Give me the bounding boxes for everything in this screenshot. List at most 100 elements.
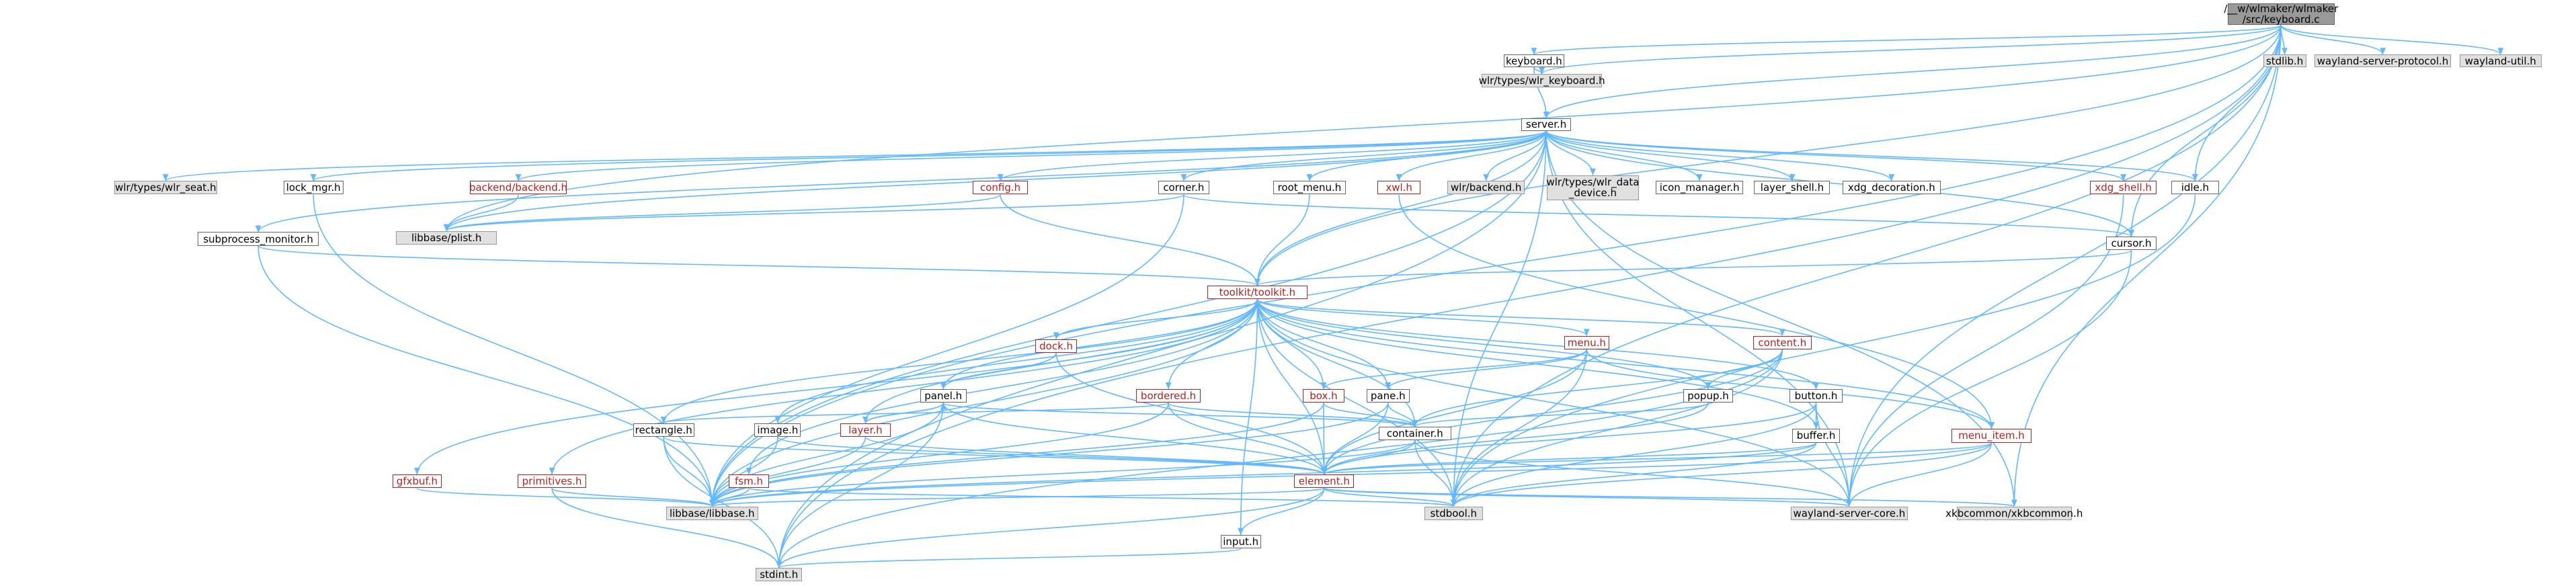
node-dock[interactable]: dock.h xyxy=(1035,339,1078,353)
node-xdgshell[interactable]: xdg_shell.h xyxy=(2090,181,2157,195)
node-bordered[interactable]: bordered.h xyxy=(1135,389,1201,403)
node-label: primitives.h xyxy=(522,475,582,488)
node-label: keyboard.h xyxy=(1505,54,1562,67)
node-label: lock_mgr.h xyxy=(286,181,341,194)
node-label: popup.h xyxy=(1687,390,1729,403)
node-pane[interactable]: pane.h xyxy=(1366,389,1410,403)
edge-keyboard-to-wlrkbd xyxy=(1533,67,1545,75)
edge-toolkit-to-rectangle xyxy=(660,299,1258,423)
node-popup[interactable]: popup.h xyxy=(1683,389,1734,403)
node-corner[interactable]: corner.h xyxy=(1158,181,1210,195)
node-root[interactable]: /__w/wlmaker/wlmaker /src/keyboard.c xyxy=(2224,3,2338,26)
edge-toolkit-to-menuitem xyxy=(1256,299,1995,429)
node-lockmgr[interactable]: lock_mgr.h xyxy=(283,181,344,195)
edge-root-to-idle xyxy=(2191,25,2282,181)
edge-server-to-libbase xyxy=(709,130,1547,507)
node-layer[interactable]: layer.h xyxy=(840,423,891,437)
edge-button-to-wlcore xyxy=(1815,403,1853,507)
node-label: rectangle.h xyxy=(635,424,692,437)
node-label: layer_shell.h xyxy=(1760,181,1824,194)
node-subproc[interactable]: subprocess_monitor.h xyxy=(197,232,319,246)
node-label: content.h xyxy=(1758,336,1807,349)
node-xwl[interactable]: xwl.h xyxy=(1377,181,1421,195)
node-toolkit[interactable]: toolkit/toolkit.h xyxy=(1207,286,1308,300)
edge-container-to-stdbool xyxy=(1414,440,1457,507)
edge-lockmgr-to-libbase xyxy=(313,194,715,507)
node-label: idle.h xyxy=(2181,181,2210,194)
edge-gfxbuf-to-libbase xyxy=(416,487,715,507)
node-label: wayland-server-core.h xyxy=(1793,507,1906,519)
node-label: wlr/types/wlr_keyboard.h xyxy=(1478,75,1605,87)
node-label: stdlib.h xyxy=(2265,54,2304,67)
edge-content-to-container xyxy=(1412,349,1783,427)
node-content[interactable]: content.h xyxy=(1753,335,1812,349)
node-label: fsm.h xyxy=(734,475,763,488)
node-label: stdbool.h xyxy=(1430,507,1478,519)
node-menu[interactable]: menu.h xyxy=(1564,335,1610,349)
node-image[interactable]: image.h xyxy=(754,423,801,437)
edge-element-to-wlcore xyxy=(1324,487,1852,507)
edge-input-to-stdint xyxy=(776,548,1242,569)
edge-fsm-to-stdbool xyxy=(748,487,1456,507)
edge-server-to-xwl xyxy=(1396,130,1547,181)
node-layershell[interactable]: layer_shell.h xyxy=(1754,181,1830,195)
node-label: cursor.h xyxy=(2111,237,2152,250)
node-cursor[interactable]: cursor.h xyxy=(2106,237,2157,251)
node-buffer[interactable]: buffer.h xyxy=(1792,429,1841,443)
node-wlsp: wayland-server-protocol.h xyxy=(2315,54,2451,67)
node-gfxbuf[interactable]: gfxbuf.h xyxy=(392,474,442,489)
node-rootmenu[interactable]: root_menu.h xyxy=(1273,181,1346,195)
node-wlrseat: wlr/types/wlr_seat.h xyxy=(114,181,217,195)
edge-primitives-to-stdint xyxy=(551,488,782,568)
node-rectangle[interactable]: rectangle.h xyxy=(633,423,694,437)
node-label: container.h xyxy=(1386,427,1443,440)
node-input[interactable]: input.h xyxy=(1220,534,1261,549)
node-label: xwl.h xyxy=(1385,181,1412,194)
node-primitives[interactable]: primitives.h xyxy=(518,474,587,489)
edge-pane-to-libbase xyxy=(709,403,1389,507)
node-label: xdg_decoration.h xyxy=(1847,181,1935,194)
edge-config-to-toolkit xyxy=(1000,194,1260,286)
node-box[interactable]: box.h xyxy=(1302,389,1344,403)
node-label: stdint.h xyxy=(760,569,799,581)
node-label: menu_item.h xyxy=(1958,429,2025,442)
node-xdgdeco[interactable]: xdg_decoration.h xyxy=(1842,181,1941,195)
node-label: config.h xyxy=(979,181,1021,194)
edge-toolkit-to-gfxbuf xyxy=(414,299,1258,475)
edge-button-to-stdbool xyxy=(1450,403,1817,507)
node-keyboard[interactable]: keyboard.h xyxy=(1504,54,1564,67)
edge-element-to-stdbool xyxy=(1324,487,1457,507)
edge-server-to-backend xyxy=(515,130,1547,181)
node-menuitem[interactable]: menu_item.h xyxy=(1951,429,2031,443)
edge-primitives-to-libbase xyxy=(551,487,715,507)
edge-toolkit-to-popup xyxy=(1256,299,1712,390)
node-backend[interactable]: backend/backend.h xyxy=(469,181,567,195)
node-iconmgr[interactable]: icon_manager.h xyxy=(1656,181,1743,195)
edge-server-to-wlrseat xyxy=(163,130,1547,181)
node-label: button.h xyxy=(1794,390,1838,403)
node-config[interactable]: config.h xyxy=(973,181,1029,195)
edge-panel-to-stdint xyxy=(776,403,944,568)
edge-menu-to-element xyxy=(1321,349,1588,475)
node-container[interactable]: container.h xyxy=(1379,427,1451,441)
node-panel[interactable]: panel.h xyxy=(920,389,967,403)
edge-panel-to-element xyxy=(942,403,1328,475)
edge-bordered-to-rectangle xyxy=(661,402,1169,424)
edge-idle-to-stdbool xyxy=(1450,194,2196,507)
node-server[interactable]: server.h xyxy=(1521,118,1572,131)
node-element[interactable]: element.h xyxy=(1294,474,1355,489)
edge-xdgshell-to-wlcore xyxy=(1846,194,2124,507)
node-idle[interactable]: idle.h xyxy=(2171,181,2219,195)
edge-rootmenu-to-toolkit xyxy=(1254,194,1310,286)
edge-corner-to-plist xyxy=(444,194,1184,232)
node-label: root_menu.h xyxy=(1277,181,1342,194)
node-label: server.h xyxy=(1525,118,1567,131)
edge-server-to-layershell xyxy=(1545,130,1796,181)
edge-root-to-xkb xyxy=(2011,25,2282,507)
node-button[interactable]: button.h xyxy=(1789,389,1843,403)
node-fsm[interactable]: fsm.h xyxy=(728,474,770,489)
edge-layer-to-panel xyxy=(864,403,947,424)
edge-toolkit-to-container xyxy=(1256,299,1418,427)
edge-root-to-wlrkbd xyxy=(1539,24,2282,75)
edge-content-to-stdint xyxy=(776,349,1783,568)
